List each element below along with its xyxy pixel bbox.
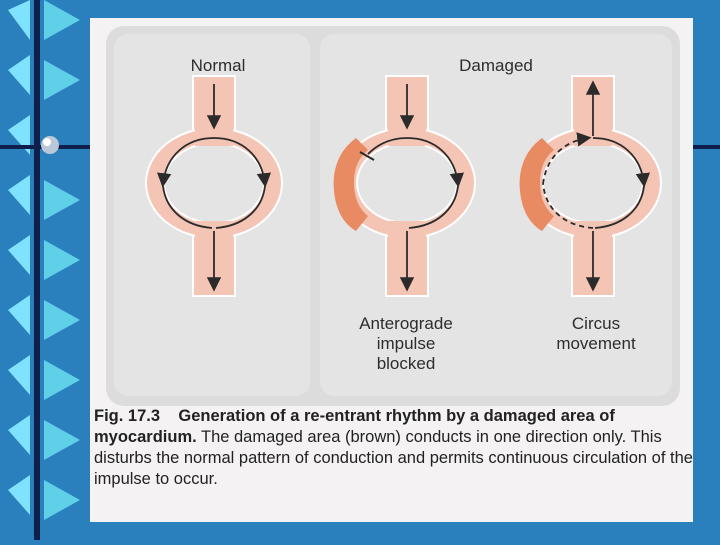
label-damaged: Damaged [436,56,556,76]
label-anterograde: Anterograde impulse blocked [336,314,476,374]
orb-icon [41,136,59,154]
decorative-left-strip [0,0,90,540]
decorative-right-strip [693,0,720,540]
triangle-pattern-decor [0,0,90,540]
label-normal: Normal [168,56,268,76]
triangle-pattern-decor-right [693,0,720,540]
label-circus-line2: movement [536,334,656,354]
circus-diagram [520,76,661,296]
slide-content: Normal Damaged Anterograde impulse block… [90,18,693,522]
caption-fig-number: Fig. 17.3 [94,407,160,425]
label-circus-line1: Circus [536,314,656,334]
label-circus: Circus movement [536,314,656,354]
figure-panel: Normal Damaged Anterograde impulse block… [106,26,680,406]
anterograde-diagram [334,76,475,296]
normal-diagram [146,76,282,296]
figure-caption: Fig. 17.3 Generation of a re-entrant rhy… [94,406,694,490]
label-anterograde-line1: Anterograde [336,314,476,334]
label-anterograde-line2: impulse [336,334,476,354]
label-anterograde-line3: blocked [336,354,476,374]
